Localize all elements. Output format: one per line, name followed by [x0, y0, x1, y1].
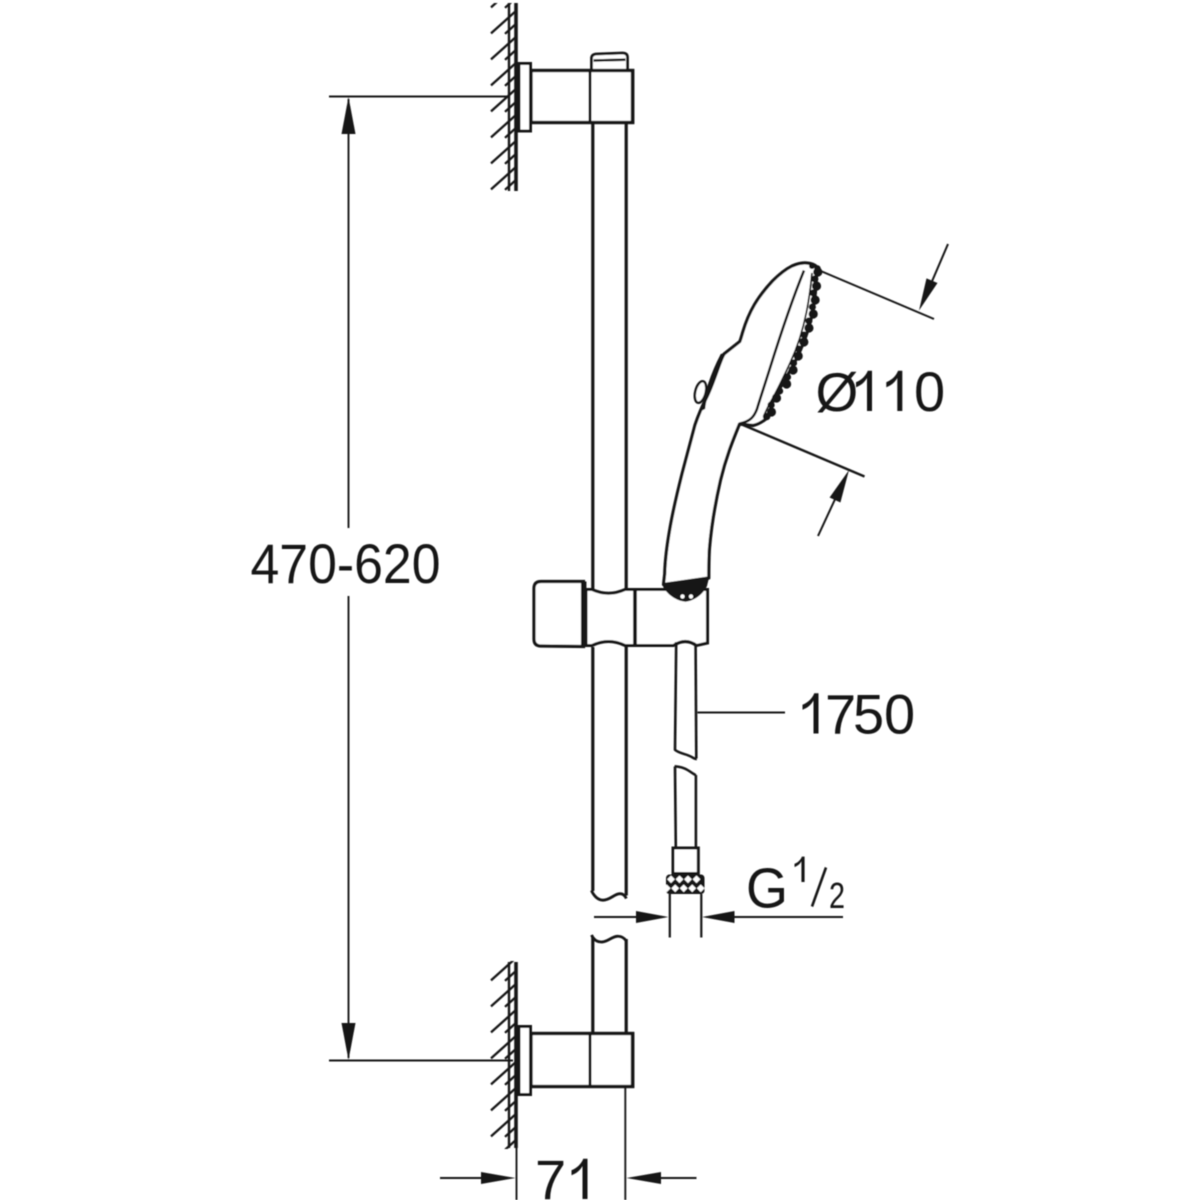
svg-text:2: 2	[829, 875, 845, 916]
svg-text:7: 7	[535, 1148, 566, 1200]
svg-text:7: 7	[825, 683, 856, 746]
svg-text:0: 0	[914, 360, 945, 423]
svg-text:470-620: 470-620	[251, 532, 441, 595]
svg-text:G: G	[746, 857, 788, 921]
svg-text:Ø: Ø	[816, 361, 859, 423]
svg-text:0: 0	[884, 683, 915, 746]
svg-text:5: 5	[853, 683, 884, 746]
